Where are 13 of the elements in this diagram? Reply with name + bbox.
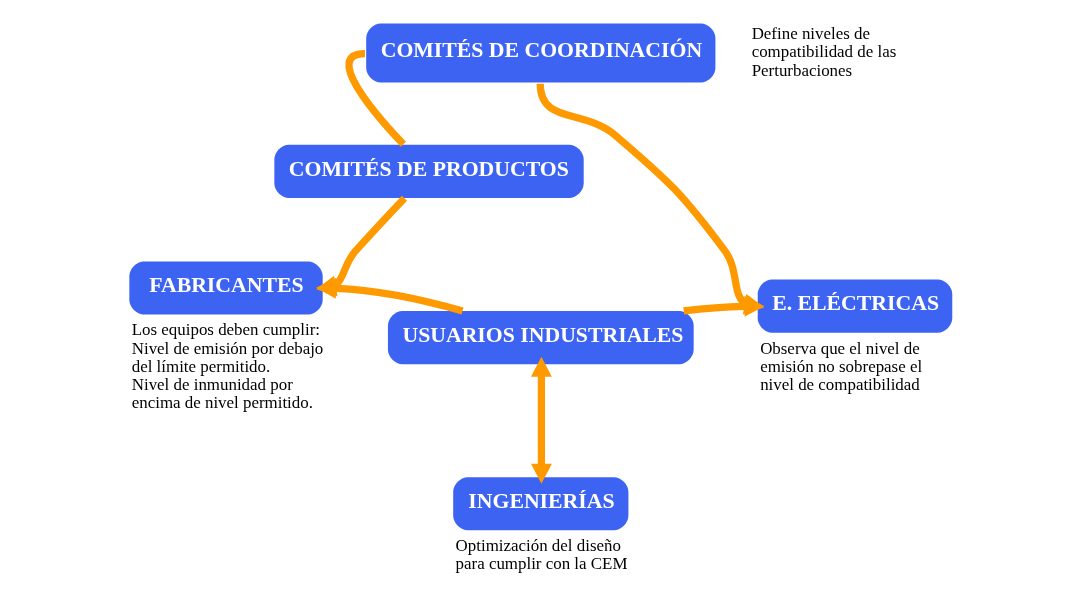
node-box: COMITÉS DE COORDINACIÓN bbox=[366, 23, 716, 83]
node-label: Los equipos deben cumplir: bbox=[131, 320, 321, 340]
node-box: USUARIOS INDUSTRIALES bbox=[387, 311, 694, 365]
node-box: FABRICANTES bbox=[129, 261, 323, 315]
node-label: Observa que el nivel de emisión no sobrepase el nivel de compatibilidad bbox=[760, 338, 923, 394]
node-label: Define niveles de compatibilidad de las Perturbaciones bbox=[751, 24, 897, 80]
node-box: COMITÉS DE PRODUCTOS bbox=[274, 144, 584, 198]
node-box: E. ELÉCTRICAS bbox=[757, 279, 953, 333]
node-box: INGENIERÍAS bbox=[453, 477, 629, 531]
node-label: Nivel de emisión por debajo del límite permitido. bbox=[131, 338, 324, 376]
arrow bbox=[530, 356, 552, 484]
connector bbox=[345, 50, 406, 147]
node-label: Optimización del diseño para cumplir con la CEM bbox=[455, 536, 628, 574]
